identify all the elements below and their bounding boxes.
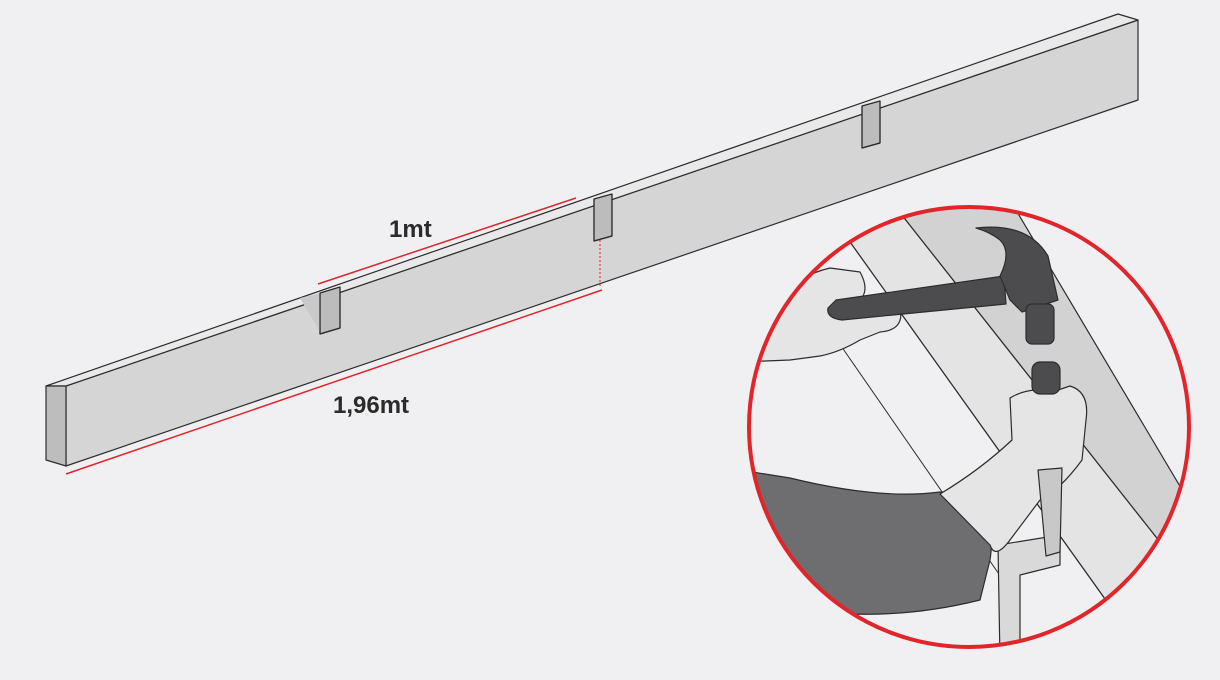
notch-right — [861, 100, 881, 149]
long-measure-line — [65, 289, 603, 475]
hammer-head — [975, 226, 1059, 313]
notch-middle — [593, 193, 613, 242]
hammer — [827, 226, 1059, 345]
short-measure-label: 1mt — [389, 216, 432, 243]
short-measure-line — [317, 197, 577, 285]
lower-hand — [939, 385, 1088, 552]
notch-left — [300, 286, 341, 335]
hammer-handle — [827, 275, 1007, 321]
hammer-face — [1025, 303, 1055, 345]
wooden-beam — [45, 13, 1139, 467]
long-measure-label: 1,96mt — [333, 392, 409, 419]
chisel-handle — [1031, 361, 1061, 395]
measurements: 1mt 1,96mt — [65, 197, 603, 475]
chisel-blade — [1037, 467, 1063, 557]
detail-circle-outline — [747, 205, 1191, 649]
hammer-and-chisel-detail — [747, 205, 1191, 649]
beam-end-face — [45, 385, 67, 467]
